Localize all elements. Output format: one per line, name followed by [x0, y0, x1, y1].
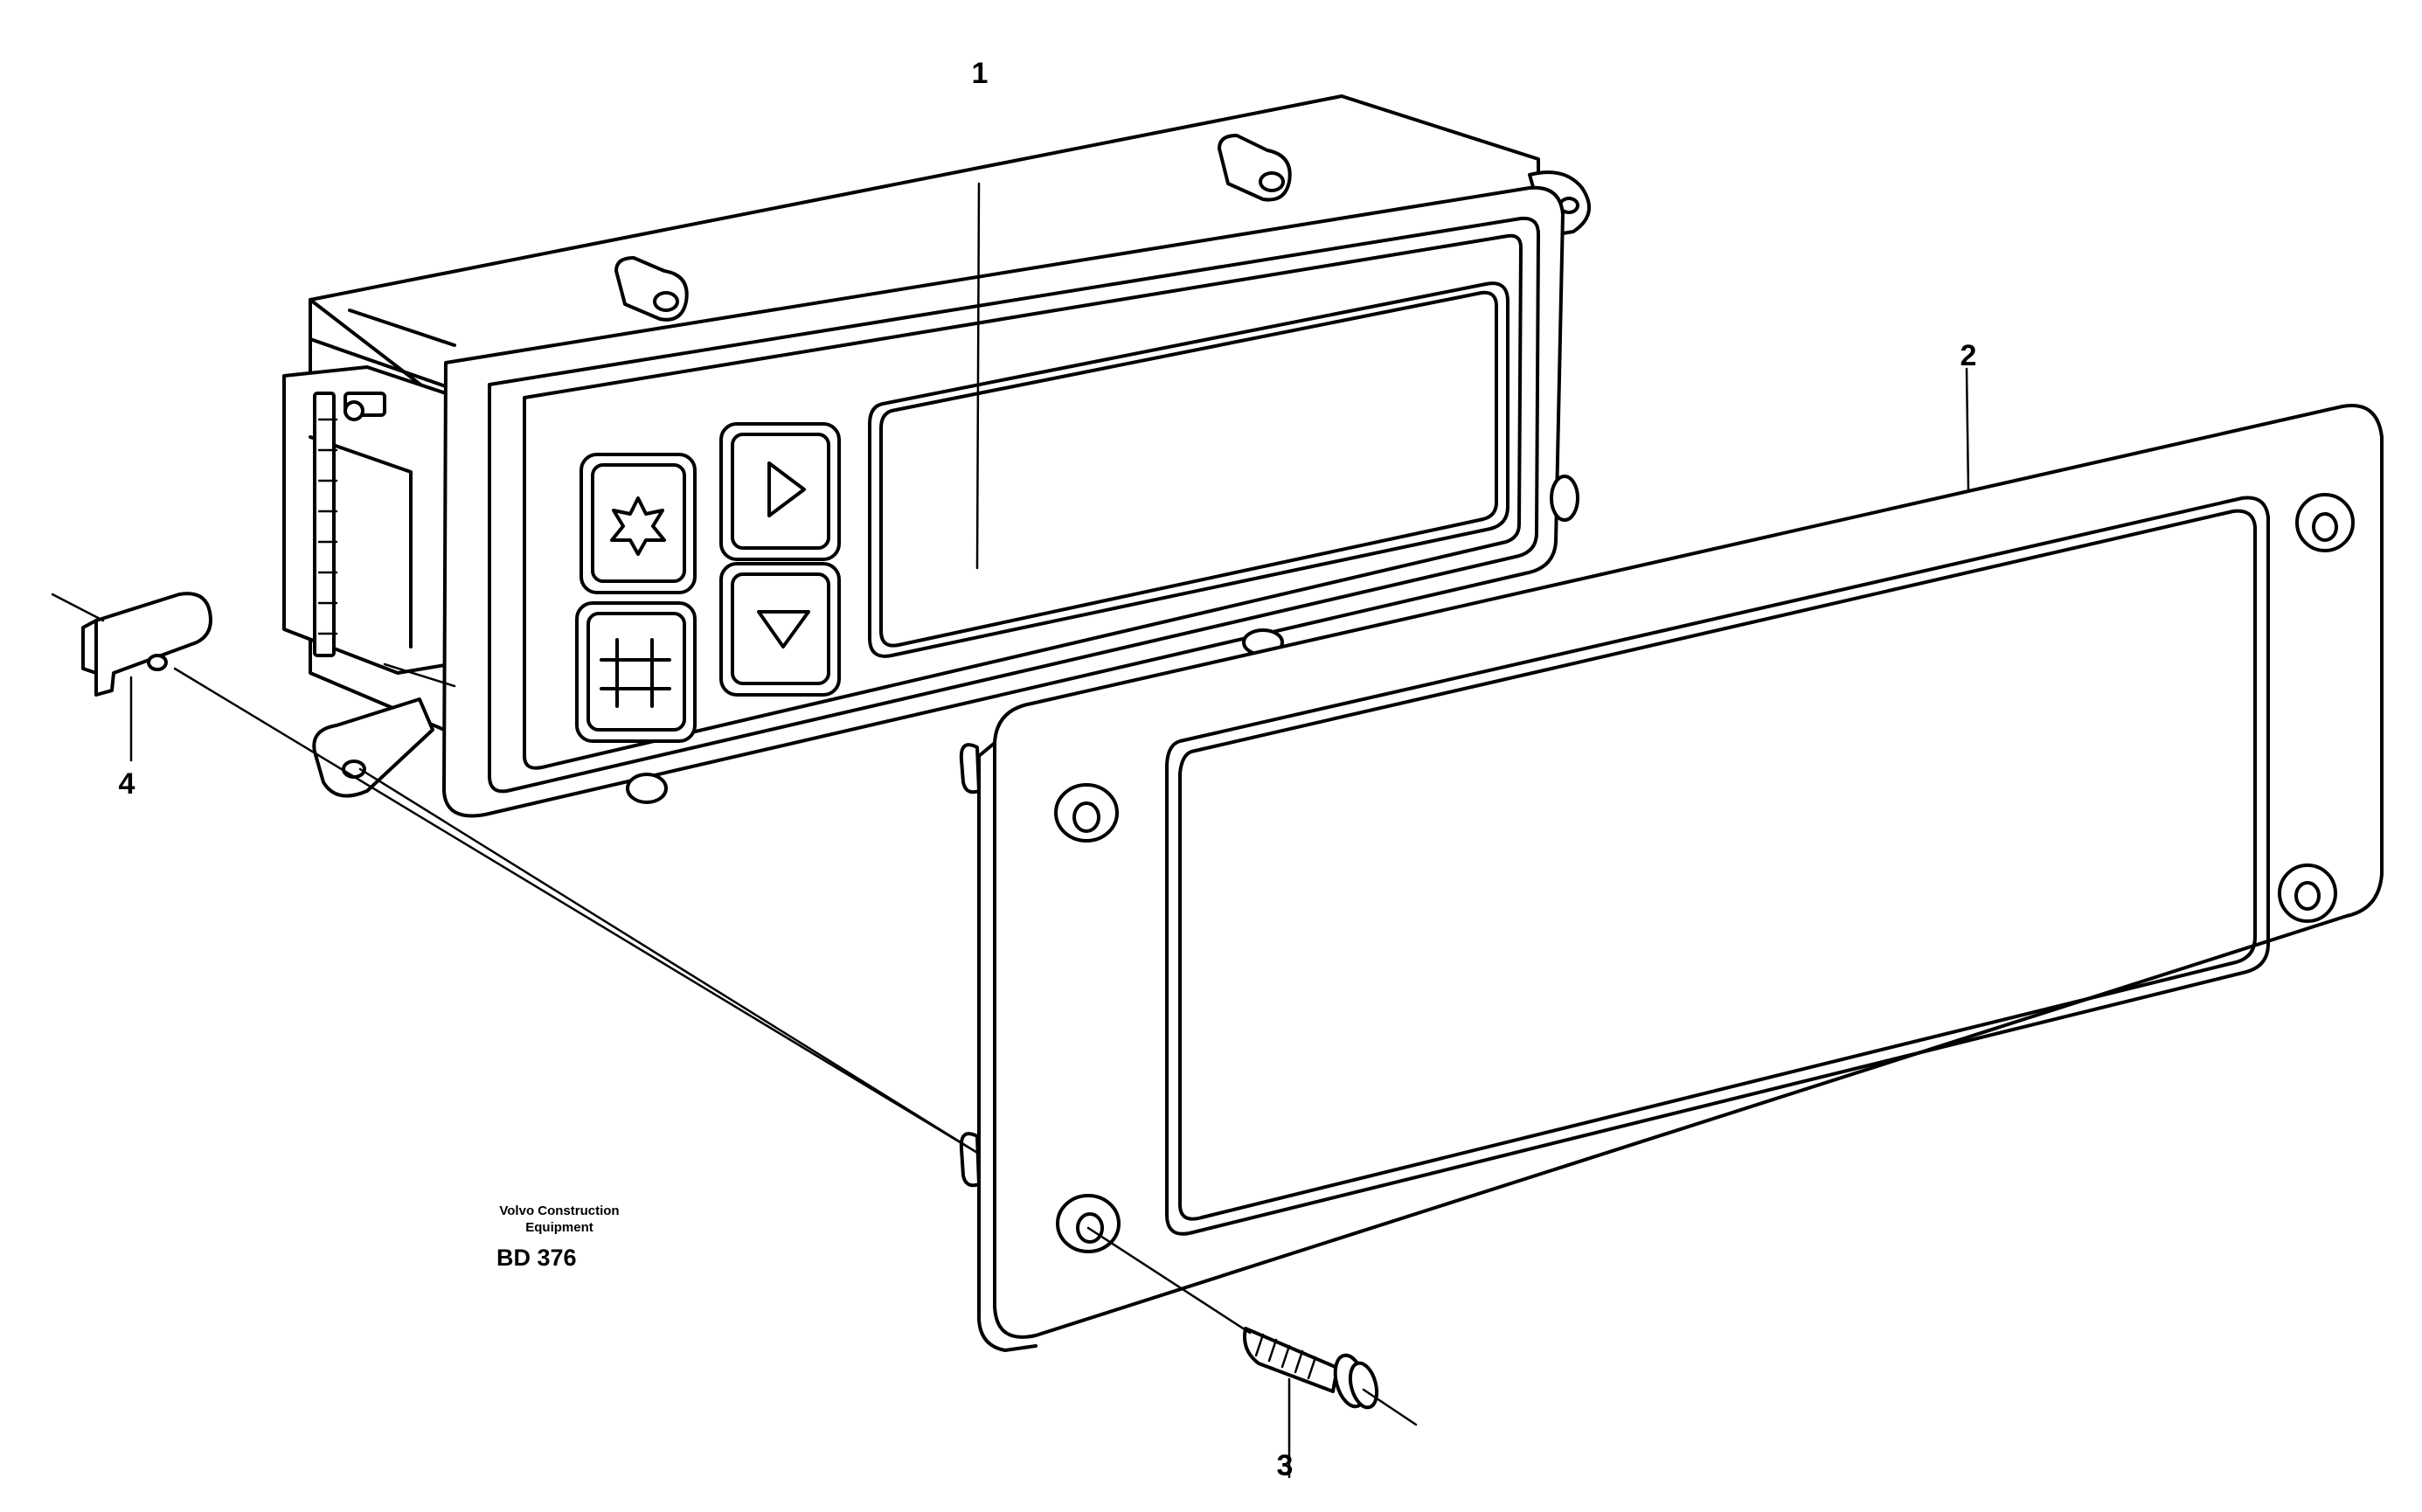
- frame-hole-bottom-right: [2278, 864, 2337, 923]
- arrow-down-icon: [757, 610, 810, 648]
- callout-1: 1: [972, 57, 989, 90]
- arrow-right-icon: [767, 461, 806, 517]
- defrost-icon: [600, 638, 671, 708]
- frame-hole-top-right: [2295, 493, 2355, 552]
- frame-hole-top-left: [1054, 783, 1119, 843]
- drawing-caption: Volvo Construction Equipment BD 376: [496, 1203, 620, 1271]
- defrost-button[interactable]: [575, 601, 697, 743]
- caption-drawing-code: BD 376: [496, 1245, 577, 1271]
- control-unit: [282, 94, 1591, 818]
- callout-2: 2: [1961, 339, 1977, 372]
- bottom-lug-left: [312, 697, 434, 798]
- leader-lines: [51, 182, 1970, 1479]
- mounting-frame: [959, 404, 2384, 1352]
- caption-company-line2: Equipment: [525, 1220, 593, 1235]
- top-lug-right: [1218, 134, 1292, 202]
- callout-4: 4: [119, 767, 135, 801]
- top-lug-left: [614, 256, 689, 322]
- fan-button[interactable]: [579, 453, 697, 594]
- fan-icon: [610, 496, 666, 556]
- arrow-right-button[interactable]: [719, 422, 841, 561]
- caption-company-line1: Volvo Construction: [499, 1203, 619, 1218]
- display-window: [868, 281, 1509, 658]
- frame-hole-bottom-left: [1056, 1194, 1121, 1253]
- callout-3: 3: [1277, 1449, 1294, 1482]
- screw: [1243, 1327, 1379, 1410]
- cable-clip: [81, 592, 212, 697]
- arrow-down-button[interactable]: [719, 562, 841, 697]
